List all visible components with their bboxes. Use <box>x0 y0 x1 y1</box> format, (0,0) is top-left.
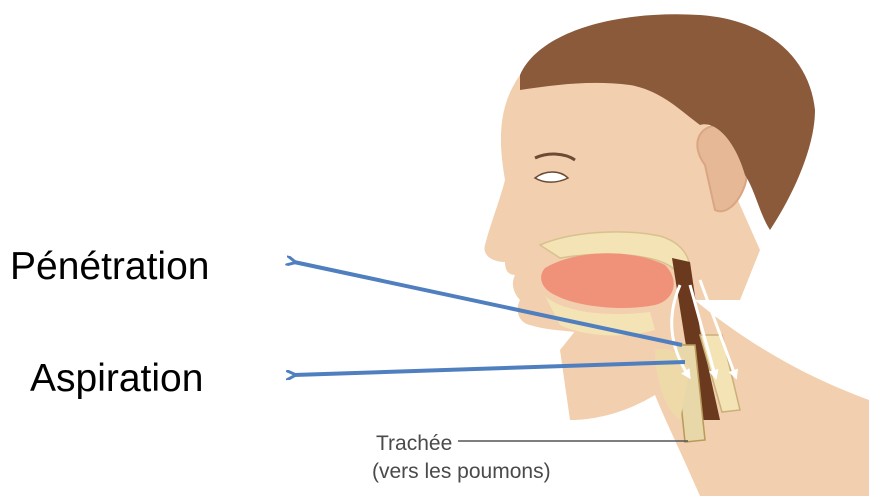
trachea-sublabel: (vers les poumons) <box>372 460 551 484</box>
aspiration-label: Aspiration <box>30 357 203 401</box>
trachea-label: Trachée <box>376 432 452 456</box>
penetration-label: Pénétration <box>10 245 209 289</box>
